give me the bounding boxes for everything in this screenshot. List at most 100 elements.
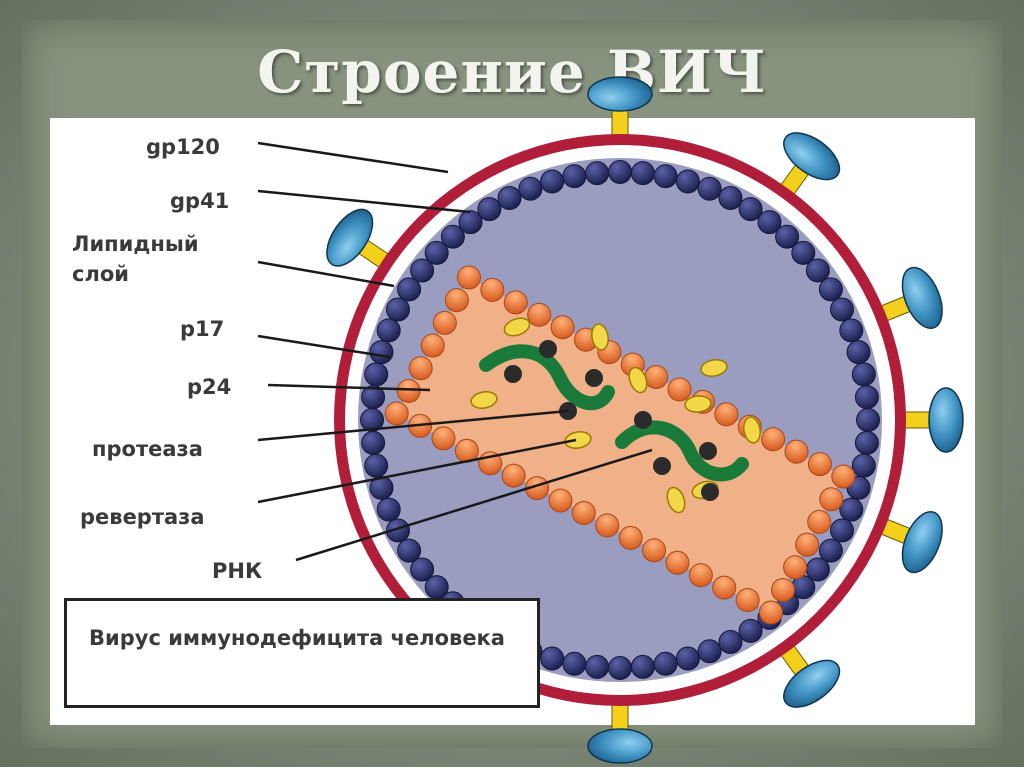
matrix-bead bbox=[675, 169, 700, 194]
matrix-bead bbox=[397, 277, 422, 302]
matrix-bead bbox=[846, 340, 871, 365]
gp120-head bbox=[587, 728, 653, 764]
capsid-bead bbox=[771, 577, 796, 602]
leader-lipid bbox=[257, 260, 395, 288]
label-rna: РНК bbox=[212, 559, 262, 583]
capsid-bead bbox=[432, 310, 457, 335]
matrix-bead bbox=[675, 646, 700, 671]
gp120-head bbox=[901, 511, 943, 574]
matrix-bead bbox=[839, 318, 864, 343]
capsid-bead bbox=[527, 302, 552, 327]
capsid-bead bbox=[396, 378, 421, 403]
matrix-bead bbox=[361, 430, 386, 455]
protease-dot bbox=[699, 442, 717, 460]
protease-dots bbox=[504, 340, 719, 501]
leader-lines bbox=[257, 141, 653, 562]
caption-box: Вирус иммунодефицита человека bbox=[64, 598, 540, 708]
label-protease: протеаза bbox=[92, 437, 203, 461]
matrix-bead bbox=[386, 297, 410, 322]
capsid-bead bbox=[688, 563, 713, 588]
capsid-bead bbox=[807, 452, 832, 477]
spike bbox=[897, 387, 964, 453]
matrix-bead bbox=[497, 186, 522, 210]
capsid-bead bbox=[807, 509, 832, 534]
matrix-bead bbox=[830, 297, 854, 322]
revertase-oval bbox=[700, 359, 728, 377]
revertase-oval bbox=[503, 317, 531, 337]
leader-revertase bbox=[257, 438, 577, 504]
label-gp41: gp41 bbox=[170, 189, 229, 213]
gp120-head bbox=[783, 132, 841, 181]
gp120-head bbox=[587, 76, 653, 112]
capsid-bead bbox=[831, 464, 856, 489]
matrix-bead bbox=[518, 176, 543, 201]
matrix-bead bbox=[697, 176, 722, 201]
matrix-bead bbox=[718, 630, 743, 654]
matrix-bead bbox=[738, 197, 763, 222]
matrix-bead bbox=[818, 277, 843, 302]
matrix-bead bbox=[608, 656, 632, 680]
revertase-oval bbox=[470, 391, 498, 409]
capsid-bead bbox=[420, 333, 445, 358]
protease-dot bbox=[504, 365, 522, 383]
spike bbox=[587, 76, 653, 143]
matrix-bead bbox=[386, 518, 410, 543]
capsid-bead bbox=[548, 488, 573, 513]
matrix-bead bbox=[562, 164, 587, 189]
capsid-bead bbox=[784, 439, 809, 464]
protease-dot bbox=[634, 411, 652, 429]
capsid-bead bbox=[644, 365, 669, 390]
label-gp120: gp120 bbox=[146, 135, 220, 159]
matrix-bead bbox=[697, 639, 722, 664]
matrix-bead bbox=[830, 518, 854, 543]
capsid-bead bbox=[571, 500, 596, 525]
matrix-bead bbox=[718, 186, 743, 210]
spike bbox=[587, 697, 653, 764]
capsid-bead bbox=[667, 377, 692, 402]
capsid-bead bbox=[384, 401, 409, 426]
revertase-oval bbox=[628, 366, 648, 394]
capsid-bead bbox=[444, 288, 469, 313]
protease-dot bbox=[539, 340, 557, 358]
matrix-bead bbox=[630, 654, 655, 679]
capsid-bead bbox=[783, 555, 808, 580]
capsid-bead bbox=[503, 290, 528, 315]
matrix-bead bbox=[653, 651, 678, 676]
caption-text: Вирус иммунодефицита человека bbox=[89, 626, 505, 650]
matrix-bead bbox=[854, 430, 879, 455]
matrix-bead bbox=[376, 497, 401, 522]
capsid-bead bbox=[408, 356, 433, 381]
leader-gp120 bbox=[257, 141, 449, 174]
gp120-head bbox=[326, 208, 374, 267]
capsid-bead bbox=[735, 588, 760, 613]
label-lipid-line1: Липидный bbox=[72, 232, 199, 256]
matrix-bead bbox=[839, 497, 864, 522]
capsid-bead bbox=[550, 315, 575, 340]
capsid-bead bbox=[714, 402, 739, 427]
matrix-bead bbox=[818, 538, 843, 563]
gp120-head bbox=[901, 266, 943, 329]
capsid-bead bbox=[759, 600, 784, 625]
protease-dot bbox=[585, 369, 603, 387]
matrix-bead bbox=[410, 557, 435, 582]
leader-rna bbox=[295, 448, 653, 562]
matrix-bead bbox=[630, 161, 655, 186]
matrix-bead bbox=[805, 258, 830, 283]
leader-p17 bbox=[257, 334, 391, 359]
matrix-bead bbox=[775, 224, 800, 249]
gp120-head bbox=[928, 387, 964, 453]
label-lipid-line2: слой bbox=[72, 262, 129, 286]
matrix-bead bbox=[477, 197, 502, 222]
label-revertase: ревертаза bbox=[80, 505, 205, 529]
gp120-head bbox=[783, 659, 841, 708]
gp120-spikes bbox=[326, 76, 964, 764]
capsid-bead bbox=[761, 427, 786, 452]
revertase-oval bbox=[684, 395, 712, 413]
revertase-oval bbox=[743, 416, 761, 444]
matrix-bead bbox=[364, 362, 389, 387]
capsid-bead bbox=[795, 532, 820, 557]
capsid-bead bbox=[525, 476, 550, 501]
label-p17: p17 bbox=[180, 317, 224, 341]
matrix-bead bbox=[562, 651, 587, 676]
matrix-bead bbox=[791, 240, 816, 265]
